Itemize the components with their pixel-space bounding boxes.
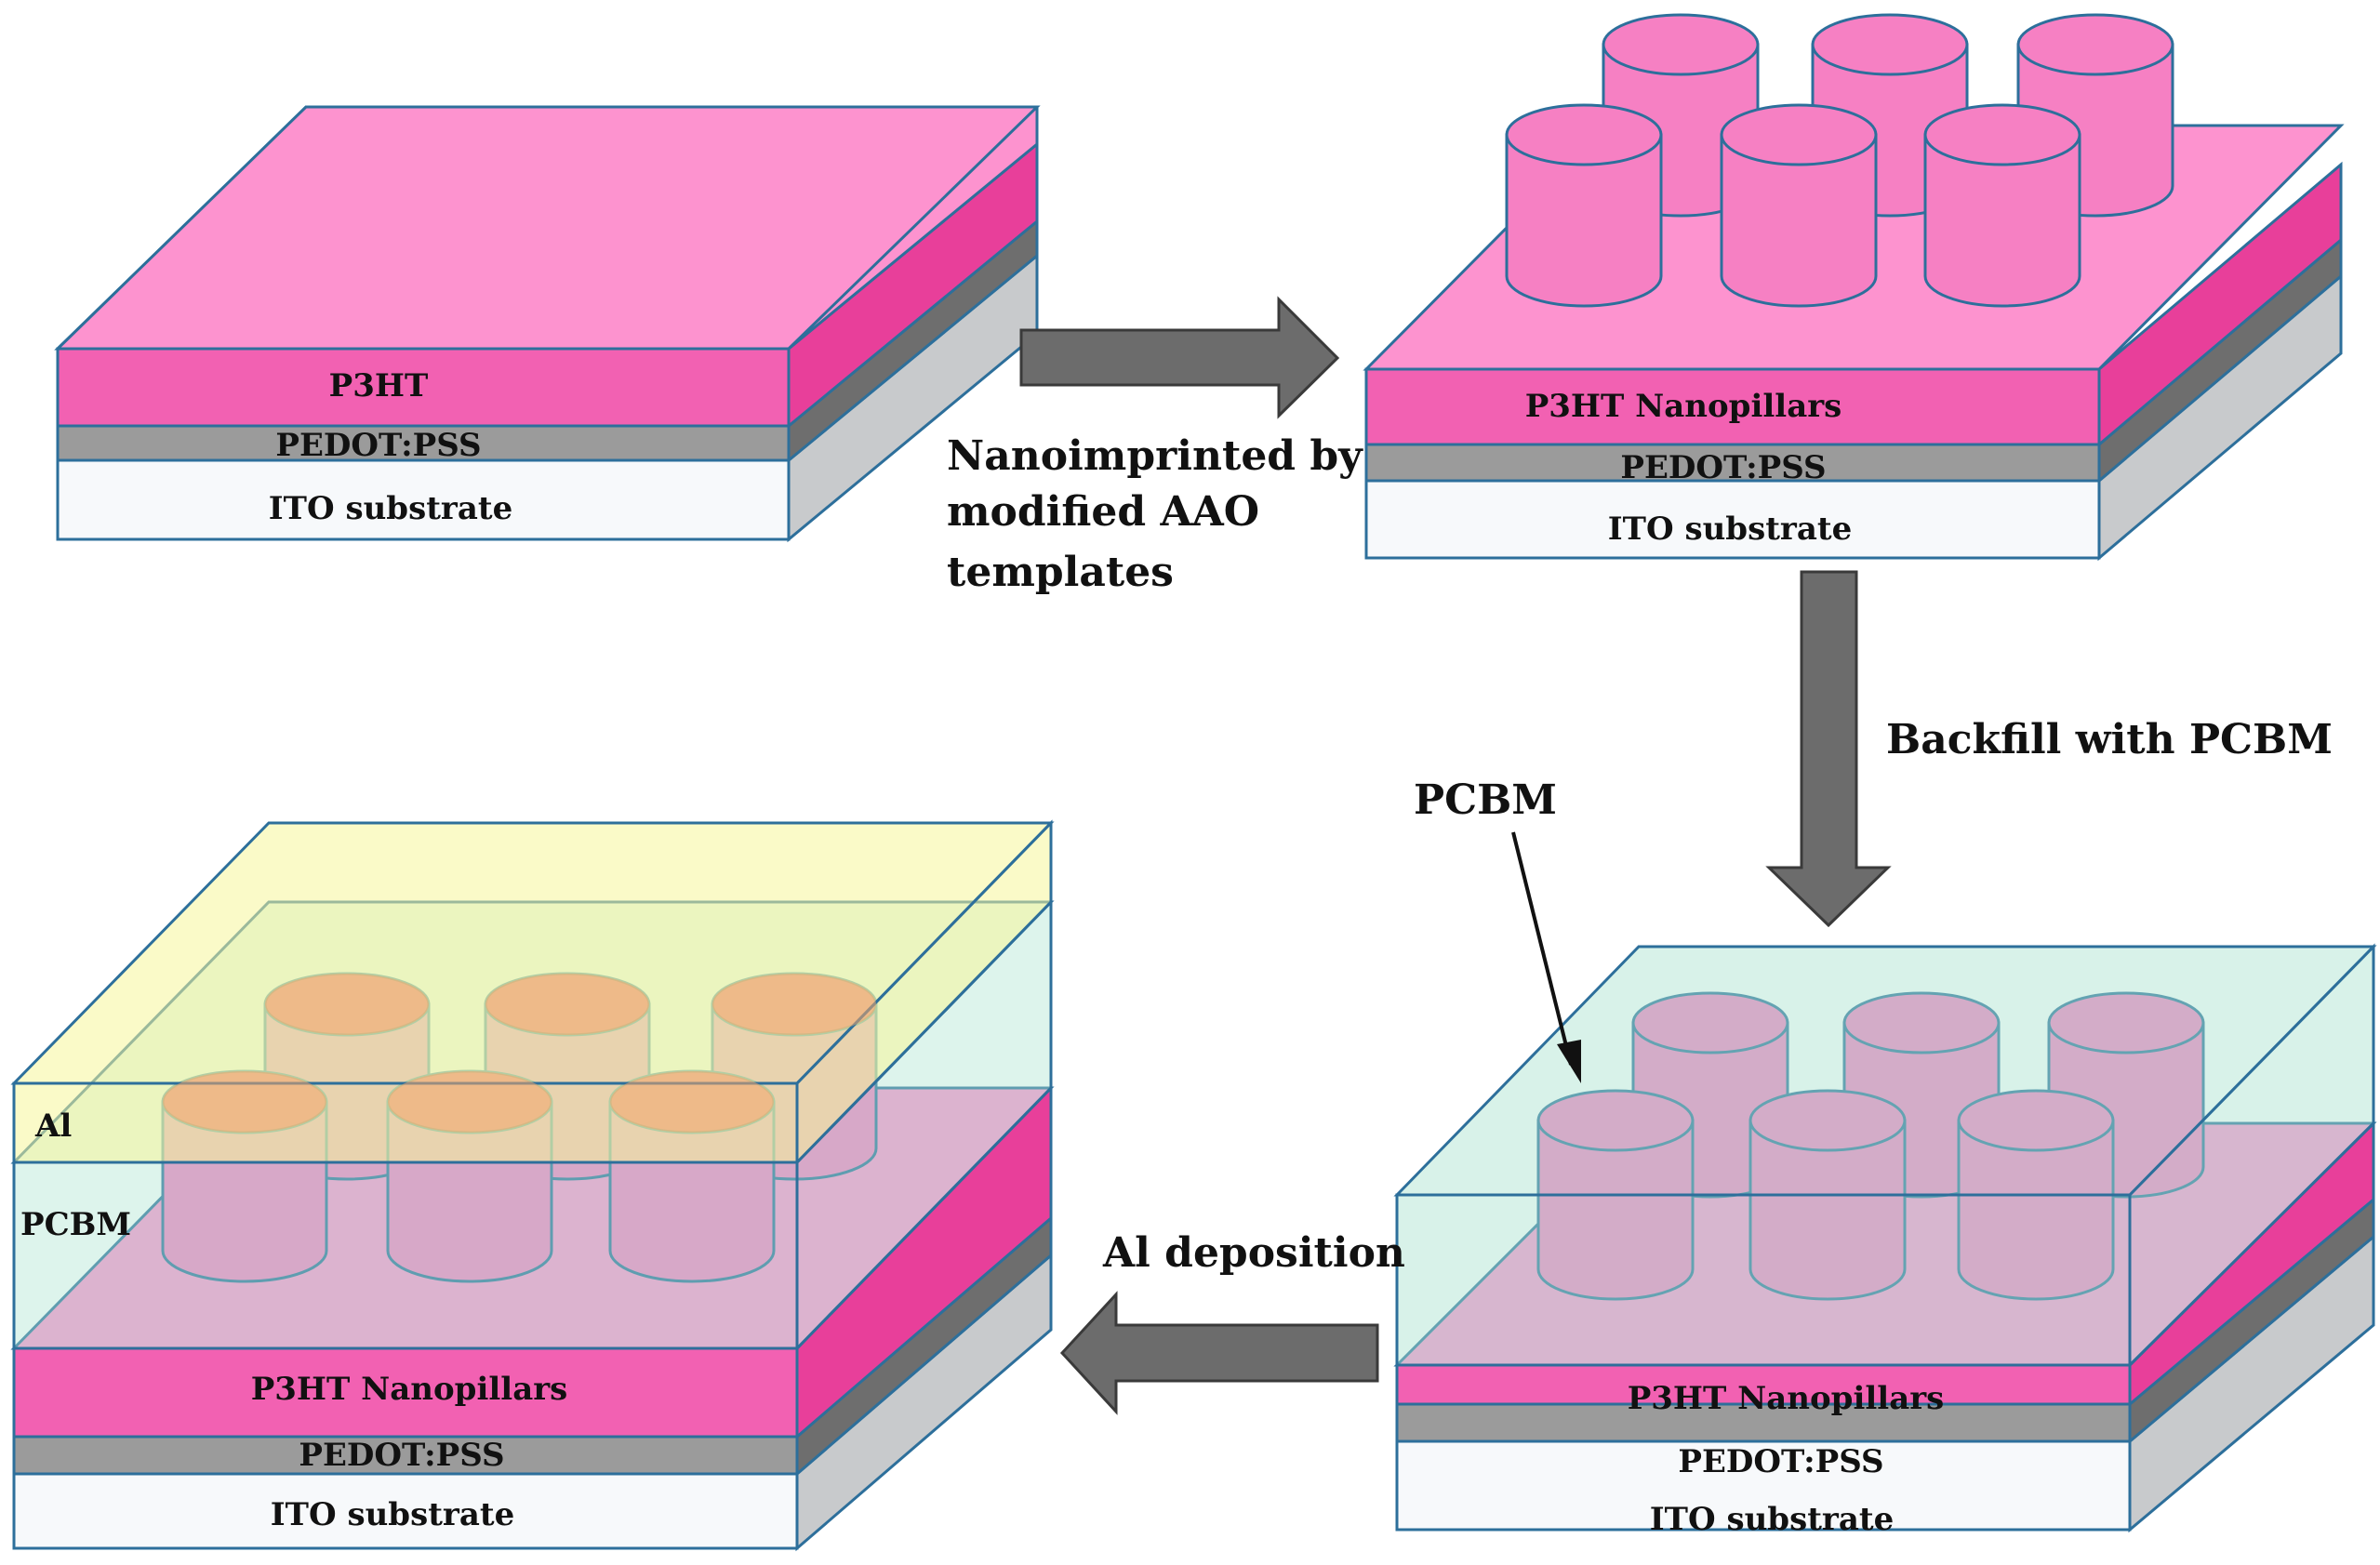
step4-pedot-layer	[12, 1435, 799, 1476]
step4-pedot-label: PEDOT:PSS	[299, 1437, 504, 1474]
step4-pillar-tint	[388, 1071, 552, 1133]
step3-pcbm-front	[1395, 1193, 2132, 1367]
nanoimprint-caption-line1: Nanoimprinted by	[947, 432, 1363, 480]
arrow-al-deposition: Al deposition	[1059, 1229, 1405, 1415]
step4-pcbm-front	[12, 1160, 799, 1350]
step2-p3ht-layer	[1364, 367, 2101, 446]
step4-ito-label: ITO substrate	[271, 1496, 514, 1533]
nanoimprint-caption-line2: modified AAO	[947, 488, 1259, 536]
arrow-backfill: Backfill with PCBM	[1765, 570, 2333, 928]
step1-ito-label: ITO substrate	[269, 490, 512, 527]
pcbm-callout-label: PCBM	[1414, 776, 1557, 824]
step2-p3ht-label: P3HT Nanopillars	[1525, 388, 1842, 425]
step3-ito-layer	[1395, 1439, 2132, 1532]
left-arrow-icon	[1059, 1291, 1379, 1415]
step1-p3ht-label: P3HT	[329, 367, 429, 405]
step1-pedot-layer	[56, 424, 791, 462]
step3-backfill-stack: P3HT Nanopillars PEDOT:PSS ITO substrate…	[1393, 776, 2377, 1538]
pointer-arrowhead-icon	[1557, 1040, 1581, 1083]
al-deposition-caption: Al deposition	[1102, 1229, 1405, 1277]
nanoimprint-caption-line3: templates	[947, 549, 1174, 596]
step2-pillar	[1720, 103, 1878, 308]
step2-ito-layer	[1364, 479, 2101, 560]
step3-pillar	[1748, 1089, 1907, 1301]
step4-pillar-tint	[610, 1071, 774, 1133]
step2-pedot-layer	[1364, 443, 2101, 483]
step1-p3ht-layer	[56, 347, 791, 428]
step3-pedot-label: PEDOT:PSS	[1678, 1443, 1883, 1480]
step4-p3ht-label: P3HT Nanopillars	[251, 1371, 568, 1408]
step2-nanopillar-stack: P3HT Nanopillars PEDOT:PSS ITO substrate	[1363, 13, 2345, 562]
step4-ito-layer	[12, 1472, 799, 1550]
step1-ito-layer	[56, 458, 791, 541]
step2-pedot-label: PEDOT:PSS	[1620, 449, 1826, 486]
step4-pillar-tint	[265, 974, 429, 1035]
pcbm-callout-pointer	[1511, 831, 1573, 1066]
step2-pillar	[1505, 103, 1663, 308]
step3-p3ht-layer	[1395, 1363, 2132, 1406]
step3-pillar	[1536, 1089, 1695, 1301]
step1-planar-stack: P3HT PEDOT:PSS ITO substrate	[54, 105, 1041, 543]
step2-ito-label: ITO substrate	[1608, 511, 1852, 548]
step3-p3ht-label: P3HT Nanopillars	[1628, 1380, 1945, 1417]
step3-pillar	[1957, 1089, 2115, 1301]
step4-pillar-tint	[485, 974, 649, 1035]
backfill-caption: Backfill with PCBM	[1886, 716, 2333, 763]
step4-pillar-tint	[712, 974, 876, 1035]
step2-pillar	[1923, 103, 2081, 308]
arrow-nanoimprint: Nanoimprinted by modified AAO templates	[947, 296, 1363, 596]
down-arrow-icon	[1765, 570, 1892, 928]
step4-final-device: Al PCBM P3HT Nanopillars PEDOT:PSS ITO s…	[10, 819, 1055, 1552]
step1-pedot-label: PEDOT:PSS	[275, 427, 481, 464]
step4-pcbm-label: PCBM	[20, 1206, 131, 1243]
step4-pillar-tint	[163, 1071, 326, 1133]
step4-al-label: Al	[34, 1107, 72, 1145]
step3-ito-label: ITO substrate	[1650, 1501, 1894, 1538]
right-arrow-icon	[1019, 296, 1340, 419]
